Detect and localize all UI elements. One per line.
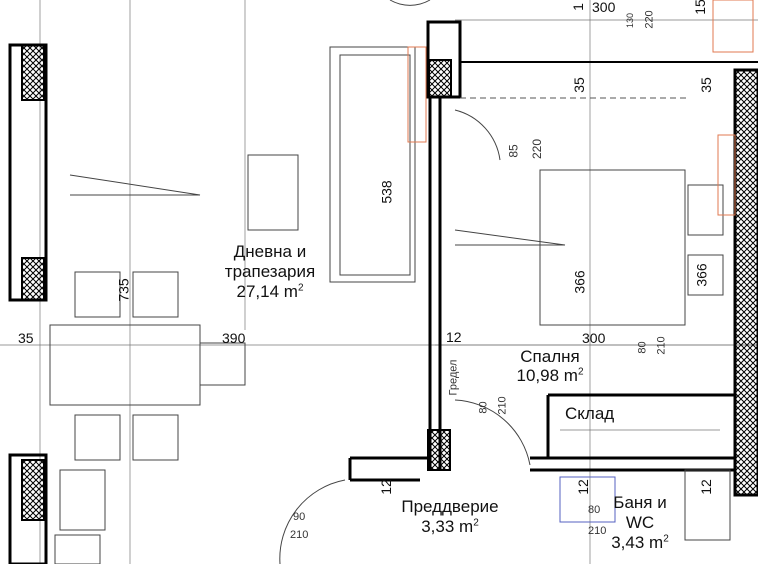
dim-door-bath-h: 210: [588, 525, 607, 537]
dim-window-1: 35: [570, 77, 587, 93]
room-hall: Преддверие 3,33 m2: [385, 498, 515, 535]
room-living-name-2: трапезария: [224, 262, 316, 281]
dim-door-entry-h: 210: [290, 529, 309, 541]
dim-wall-12-c: 12: [574, 479, 591, 495]
dim-bedroom-top: 300: [592, 0, 616, 15]
dim-living-width: 735: [115, 278, 132, 302]
room-bath-name-1: Баня и: [613, 493, 667, 512]
dim-wall-12-a: 12: [446, 329, 462, 345]
dim-bedroom-mid: 300: [582, 330, 606, 346]
unit-sup: 2: [663, 533, 669, 545]
beam-annotation: Гредел: [447, 359, 460, 396]
dim-door-entry-w: 90: [293, 511, 306, 523]
unit-sup: 2: [473, 517, 479, 529]
dim-door-bed-w: 85: [506, 144, 521, 158]
exterior-wall-right: [733, 68, 758, 497]
dim-door-bed-h: 220: [530, 138, 545, 160]
dim-living-length: 538: [378, 180, 395, 204]
room-bath: Баня и WC 3,43 m2: [595, 494, 685, 551]
dim-closet-h: 210: [655, 336, 668, 355]
room-hall-area: 3,33 m: [421, 517, 474, 536]
room-bedroom-area: 10,98 m: [516, 366, 578, 385]
room-bedroom-name: Спалня: [520, 347, 580, 366]
dim-wall-12-b: 12: [377, 479, 394, 495]
dim-top-1: 1: [569, 3, 586, 11]
dim-bedroom-depth-2: 366: [693, 263, 710, 287]
dim-win-small: 130: [625, 12, 636, 29]
dim-bedroom-depth-1: 366: [571, 270, 588, 294]
dim-door-hall-h: 210: [496, 396, 509, 415]
dim-win-h: 220: [643, 10, 656, 29]
room-living-area: 27,14 m: [236, 282, 298, 301]
furniture: [49, 0, 731, 564]
room-bedroom: Спалня 10,98 m2: [495, 348, 605, 384]
dim-window-2: 35: [697, 77, 714, 93]
dim-door-hall-w: 80: [477, 401, 490, 414]
dim-living-span: 390: [222, 330, 246, 346]
room-living: Дневна и трапезария 27,14 m2: [200, 243, 340, 300]
room-living-name-1: Дневна и: [233, 242, 307, 261]
dim-closet-w: 80: [636, 341, 649, 354]
room-storage-name: Склад: [565, 404, 615, 423]
room-bath-area: 3,43 m: [611, 533, 664, 552]
dim-top-15: 15: [691, 0, 708, 15]
dim-wall-left: 35: [18, 330, 34, 346]
room-bath-name-2: WC: [625, 513, 655, 532]
unit-sup: 2: [577, 366, 584, 378]
dim-door-bath-w: 80: [588, 504, 601, 516]
room-hall-name: Преддверие: [401, 497, 499, 516]
unit-sup: 2: [297, 282, 304, 294]
dim-wall-12-d: 12: [697, 479, 714, 495]
bathtub: [559, 476, 616, 523]
radiator-fixtures: [407, 0, 754, 216]
